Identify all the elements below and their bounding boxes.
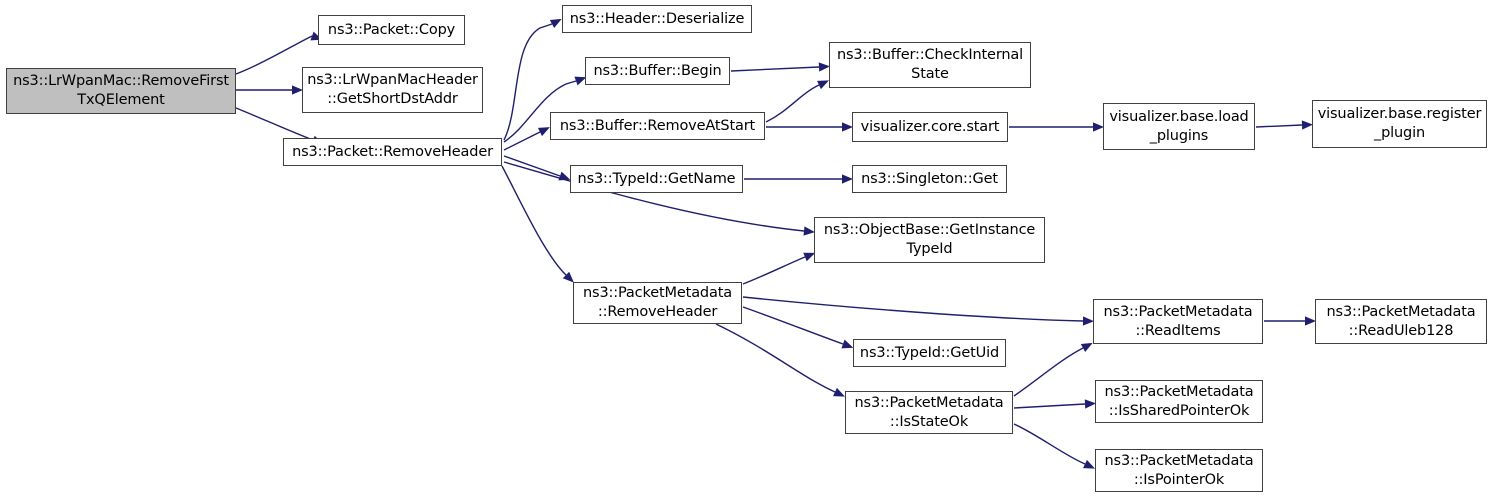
edge-metaIsStateOk-to-metaIsSharedPointerOk — [1013, 403, 1086, 409]
node-label-visualizerCoreStart: visualizer.core.start — [860, 118, 1000, 135]
edge-metaRemoveHeader-to-typeIdGetUid — [742, 306, 844, 345]
node-removeFirstTxQElement[interactable]: ns3::LrWpanMac::RemoveFirst TxQElement — [6, 68, 236, 114]
edge-metaRemoveHeader-to-getInstanceTypeId — [742, 256, 806, 285]
node-label-headerDeserialize: ns3::Header::Deserialize — [569, 10, 745, 27]
node-label-metaIsPointerOk: ns3::PacketMetadata ::IsPointerOk — [1104, 452, 1254, 488]
node-checkInternalState[interactable]: ns3::Buffer::CheckInternal State — [829, 42, 1031, 88]
node-packetCopy[interactable]: ns3::Packet::Copy — [318, 15, 465, 45]
edge-packetRemoveHeader-to-metaRemoveHeader — [501, 165, 567, 276]
node-label-metaReadItems: ns3::PacketMetadata ::ReadItems — [1103, 303, 1253, 339]
node-metaIsStateOk[interactable]: ns3::PacketMetadata ::IsStateOk — [845, 391, 1013, 434]
node-label-typeIdGetName: ns3::TypeId::GetName — [577, 170, 736, 187]
edge-packetRemoveHeader-to-typeIdGetName — [503, 155, 561, 177]
node-label-getInstanceTypeId: ns3::ObjectBase::GetInstance TypeId — [823, 222, 1036, 257]
node-label-checkInternalState: ns3::Buffer::CheckInternal State — [836, 47, 1024, 82]
edge-loadPlugins-to-registerPlugin — [1255, 124, 1303, 128]
node-getInstanceTypeId[interactable]: ns3::ObjectBase::GetInstance TypeId — [814, 217, 1045, 263]
node-label-metaRemoveHeader: ns3::PacketMetadata ::RemoveHeader — [583, 285, 732, 320]
node-label-packetCopy: ns3::Packet::Copy — [327, 21, 456, 38]
node-bufferRemoveAtStart[interactable]: ns3::Buffer::RemoveAtStart — [550, 112, 765, 140]
node-label-packetRemoveHeader: ns3::Packet::RemoveHeader — [292, 143, 493, 160]
node-label-getShortDstAddr: ns3::LrWpanMacHeader ::GetShortDstAddr — [307, 72, 478, 107]
node-loadPlugins[interactable]: visualizer.base.load _plugins — [1103, 103, 1255, 150]
node-getShortDstAddr[interactable]: ns3::LrWpanMacHeader ::GetShortDstAddr — [302, 67, 483, 113]
edge-metaRemoveHeader-to-metaIsStateOk — [715, 323, 836, 393]
node-label-metaReadUleb128: ns3::PacketMetadata ::ReadUleb128 — [1326, 303, 1476, 339]
node-headerDeserialize[interactable]: ns3::Header::Deserialize — [562, 5, 752, 33]
node-singletonGet[interactable]: ns3::Singleton::Get — [852, 165, 1007, 193]
node-metaIsSharedPointerOk[interactable]: ns3::PacketMetadata ::IsSharedPointerOk — [1095, 380, 1263, 423]
edge-metaRemoveHeader-to-metaReadItems — [742, 296, 1084, 322]
node-label-singletonGet: ns3::Singleton::Get — [861, 170, 998, 187]
node-label-bufferRemoveAtStart: ns3::Buffer::RemoveAtStart — [559, 117, 756, 134]
node-label-metaIsStateOk: ns3::PacketMetadata ::IsStateOk — [854, 394, 1004, 430]
node-label-bufferBegin: ns3::Buffer::Begin — [593, 62, 722, 79]
node-typeIdGetName[interactable]: ns3::TypeId::GetName — [570, 165, 743, 193]
node-metaReadItems[interactable]: ns3::PacketMetadata ::ReadItems — [1093, 299, 1263, 344]
node-label-metaIsSharedPointerOk: ns3::PacketMetadata ::IsSharedPointerOk — [1104, 383, 1254, 419]
node-metaRemoveHeader[interactable]: ns3::PacketMetadata ::RemoveHeader — [573, 282, 742, 324]
edge-packetRemoveHeader-to-bufferRemoveAtStart — [503, 131, 541, 151]
edge-bufferBegin-to-checkInternalState — [730, 66, 820, 72]
node-label-typeIdGetUid: ns3::TypeId::GetUid — [859, 344, 1000, 361]
edge-metaIsStateOk-to-metaReadItems — [1013, 347, 1084, 397]
node-label-removeFirstTxQElement: ns3::LrWpanMac::RemoveFirst TxQElement — [13, 73, 229, 108]
node-label-loadPlugins: visualizer.base.load _plugins — [1109, 108, 1249, 144]
node-visualizerCoreStart[interactable]: visualizer.core.start — [852, 112, 1008, 142]
node-metaIsPointerOk[interactable]: ns3::PacketMetadata ::IsPointerOk — [1095, 449, 1263, 492]
edge-metaIsStateOk-to-metaIsPointerOk — [1013, 423, 1086, 465]
edge-packetRemoveHeader-to-headerDeserialize — [503, 23, 553, 141]
node-typeIdGetUid[interactable]: ns3::TypeId::GetUid — [853, 339, 1006, 367]
node-registerPlugin[interactable]: visualizer.base.register _plugin — [1312, 100, 1487, 148]
node-label-registerPlugin: visualizer.base.register _plugin — [1317, 106, 1482, 141]
edge-removeFirstTxQElement-to-packetCopy — [235, 35, 313, 75]
node-bufferBegin[interactable]: ns3::Buffer::Begin — [585, 57, 730, 85]
node-metaReadUleb128[interactable]: ns3::PacketMetadata ::ReadUleb128 — [1315, 299, 1487, 344]
node-packetRemoveHeader[interactable]: ns3::Packet::RemoveHeader — [283, 138, 502, 166]
edge-bufferRemoveAtStart-to-checkInternalState — [765, 84, 820, 123]
